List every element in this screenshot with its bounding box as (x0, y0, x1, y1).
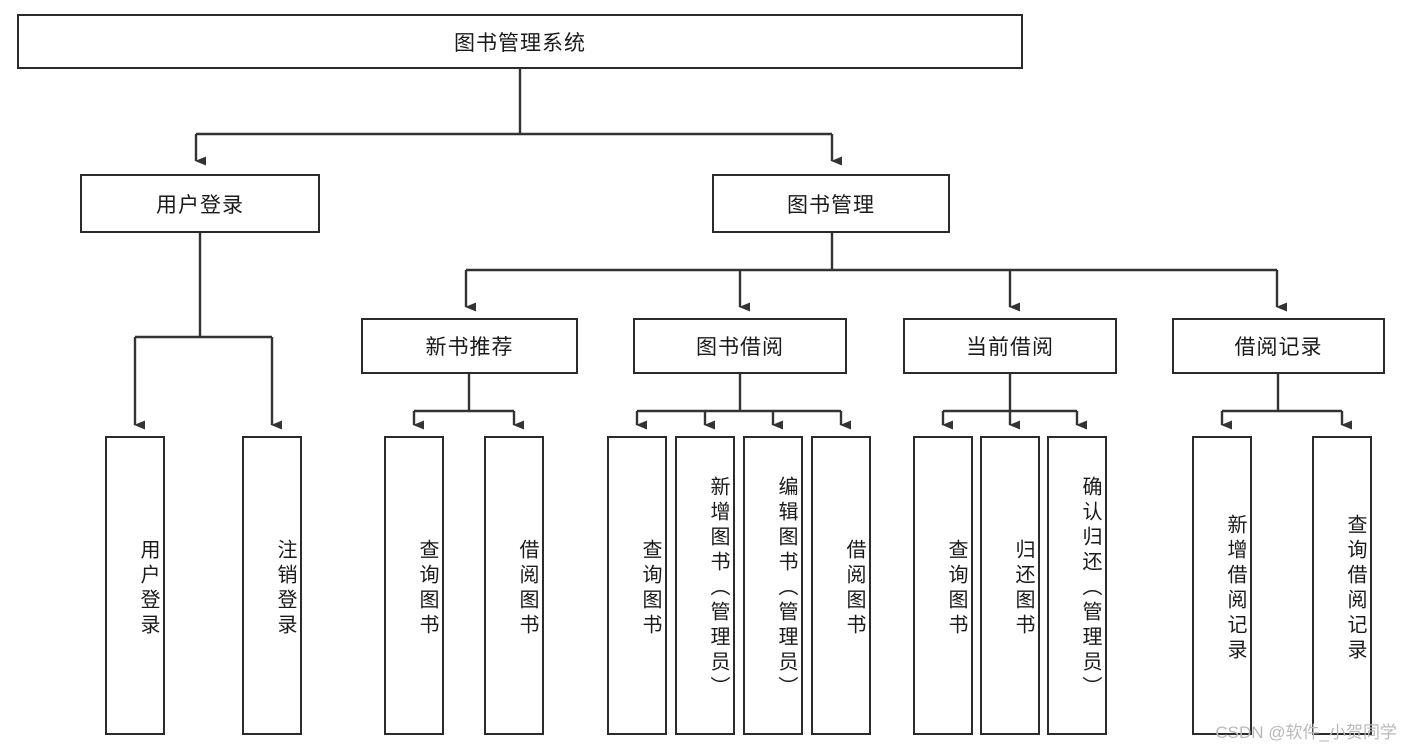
node-root-system[interactable]: 图书管理系统 (17, 14, 1023, 69)
node-label: 用户登录 (137, 538, 159, 639)
leaf-user-login-signin[interactable]: 用户登录 (105, 436, 165, 735)
node-label: 新书推荐 (425, 336, 514, 359)
node-borrow-record[interactable]: 借阅记录 (1172, 318, 1385, 374)
watermark-text: CSDN @软件_小贺同学 (1215, 723, 1397, 742)
node-label: 借阅图书 (516, 538, 538, 639)
node-label: 编辑图书（管理员） (775, 476, 797, 701)
node-label: 图书管理系统 (454, 31, 586, 55)
leaf-borrow-edit-book-admin[interactable]: 编辑图书（管理员） (743, 436, 803, 735)
leaf-recommend-query-book[interactable]: 查询图书 (384, 436, 444, 735)
node-current-borrow[interactable]: 当前借阅 (903, 318, 1117, 374)
leaf-borrow-query-book[interactable]: 查询图书 (607, 436, 667, 735)
node-label: 借阅记录 (1234, 336, 1323, 359)
leaf-borrow-add-book-admin[interactable]: 新增图书（管理员） (675, 436, 735, 735)
node-label: 查询借阅记录 (1344, 513, 1366, 664)
leaf-record-add-record[interactable]: 新增借阅记录 (1192, 436, 1252, 735)
node-label: 查询图书 (416, 538, 438, 639)
leaf-recommend-borrow-book[interactable]: 借阅图书 (484, 436, 544, 735)
node-label: 查询图书 (639, 538, 661, 639)
leaf-record-query-record[interactable]: 查询借阅记录 (1312, 436, 1372, 735)
leaf-borrow-borrow-book[interactable]: 借阅图书 (811, 436, 871, 735)
node-new-book-recommend[interactable]: 新书推荐 (361, 318, 578, 374)
node-book-borrow[interactable]: 图书借阅 (633, 318, 847, 374)
node-label: 借阅图书 (843, 538, 865, 639)
leaf-current-query-book[interactable]: 查询图书 (913, 436, 973, 735)
node-label: 新增图书（管理员） (707, 476, 729, 701)
node-label: 归还图书 (1012, 538, 1034, 639)
leaf-user-login-signout[interactable]: 注销登录 (242, 436, 302, 735)
node-label: 新增借阅记录 (1224, 513, 1246, 664)
node-book-management[interactable]: 图书管理 (712, 174, 950, 233)
node-label: 当前借阅 (966, 336, 1054, 359)
leaf-current-return-book[interactable]: 归还图书 (980, 436, 1040, 735)
node-user-login[interactable]: 用户登录 (80, 174, 320, 233)
leaf-current-confirm-return-admin[interactable]: 确认归还（管理员） (1047, 436, 1107, 735)
node-label: 注销登录 (274, 538, 296, 639)
node-label: 确认归还（管理员） (1079, 476, 1101, 701)
node-label: 图书管理 (787, 193, 875, 217)
node-label: 查询图书 (945, 538, 967, 639)
node-label: 图书借阅 (696, 336, 784, 359)
node-label: 用户登录 (156, 193, 244, 217)
